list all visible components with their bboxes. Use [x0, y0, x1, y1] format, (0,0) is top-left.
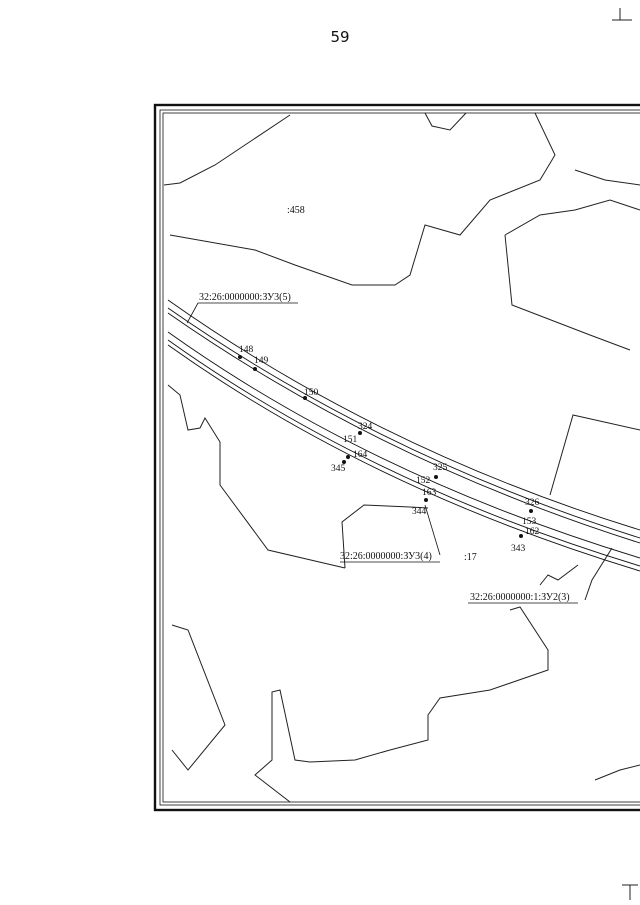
point-label: 345 [331, 464, 346, 474]
point-label: 151 [343, 435, 358, 445]
page-number: 59 [330, 28, 350, 46]
parcel-label-17: :17 [464, 552, 477, 563]
point-label: 150 [304, 388, 319, 398]
point-label: 343 [511, 544, 526, 554]
point-label: 326 [525, 498, 540, 508]
corner-marks [612, 8, 638, 900]
leader-lines [186, 302, 578, 604]
cadastral-label-zu3-4: 32:26:0000000:ЗУ3(4) [340, 551, 432, 562]
parcel-label-458: :458 [287, 205, 305, 216]
boundary-points [238, 355, 533, 538]
point-label: 162 [525, 527, 540, 537]
point-label: 324 [358, 422, 373, 432]
point-label: 148 [239, 345, 254, 355]
point-label: 153 [522, 517, 537, 527]
cadastral-label-zu3-5: 32:26:0000000:ЗУ3(5) [199, 292, 291, 303]
parcel-boundaries [163, 112, 640, 803]
point-label: 149 [254, 356, 269, 366]
point-label: 163 [422, 488, 437, 498]
point-label: 344 [412, 507, 427, 517]
point-label: 325 [433, 463, 448, 473]
map-frame [153, 103, 640, 812]
point-label: 164 [353, 450, 368, 460]
road-corridor [167, 299, 640, 572]
point-label: 152 [416, 476, 431, 486]
cadastral-label-zu2-3: 32:26:0000000:1:ЗУ2(3) [470, 592, 570, 603]
